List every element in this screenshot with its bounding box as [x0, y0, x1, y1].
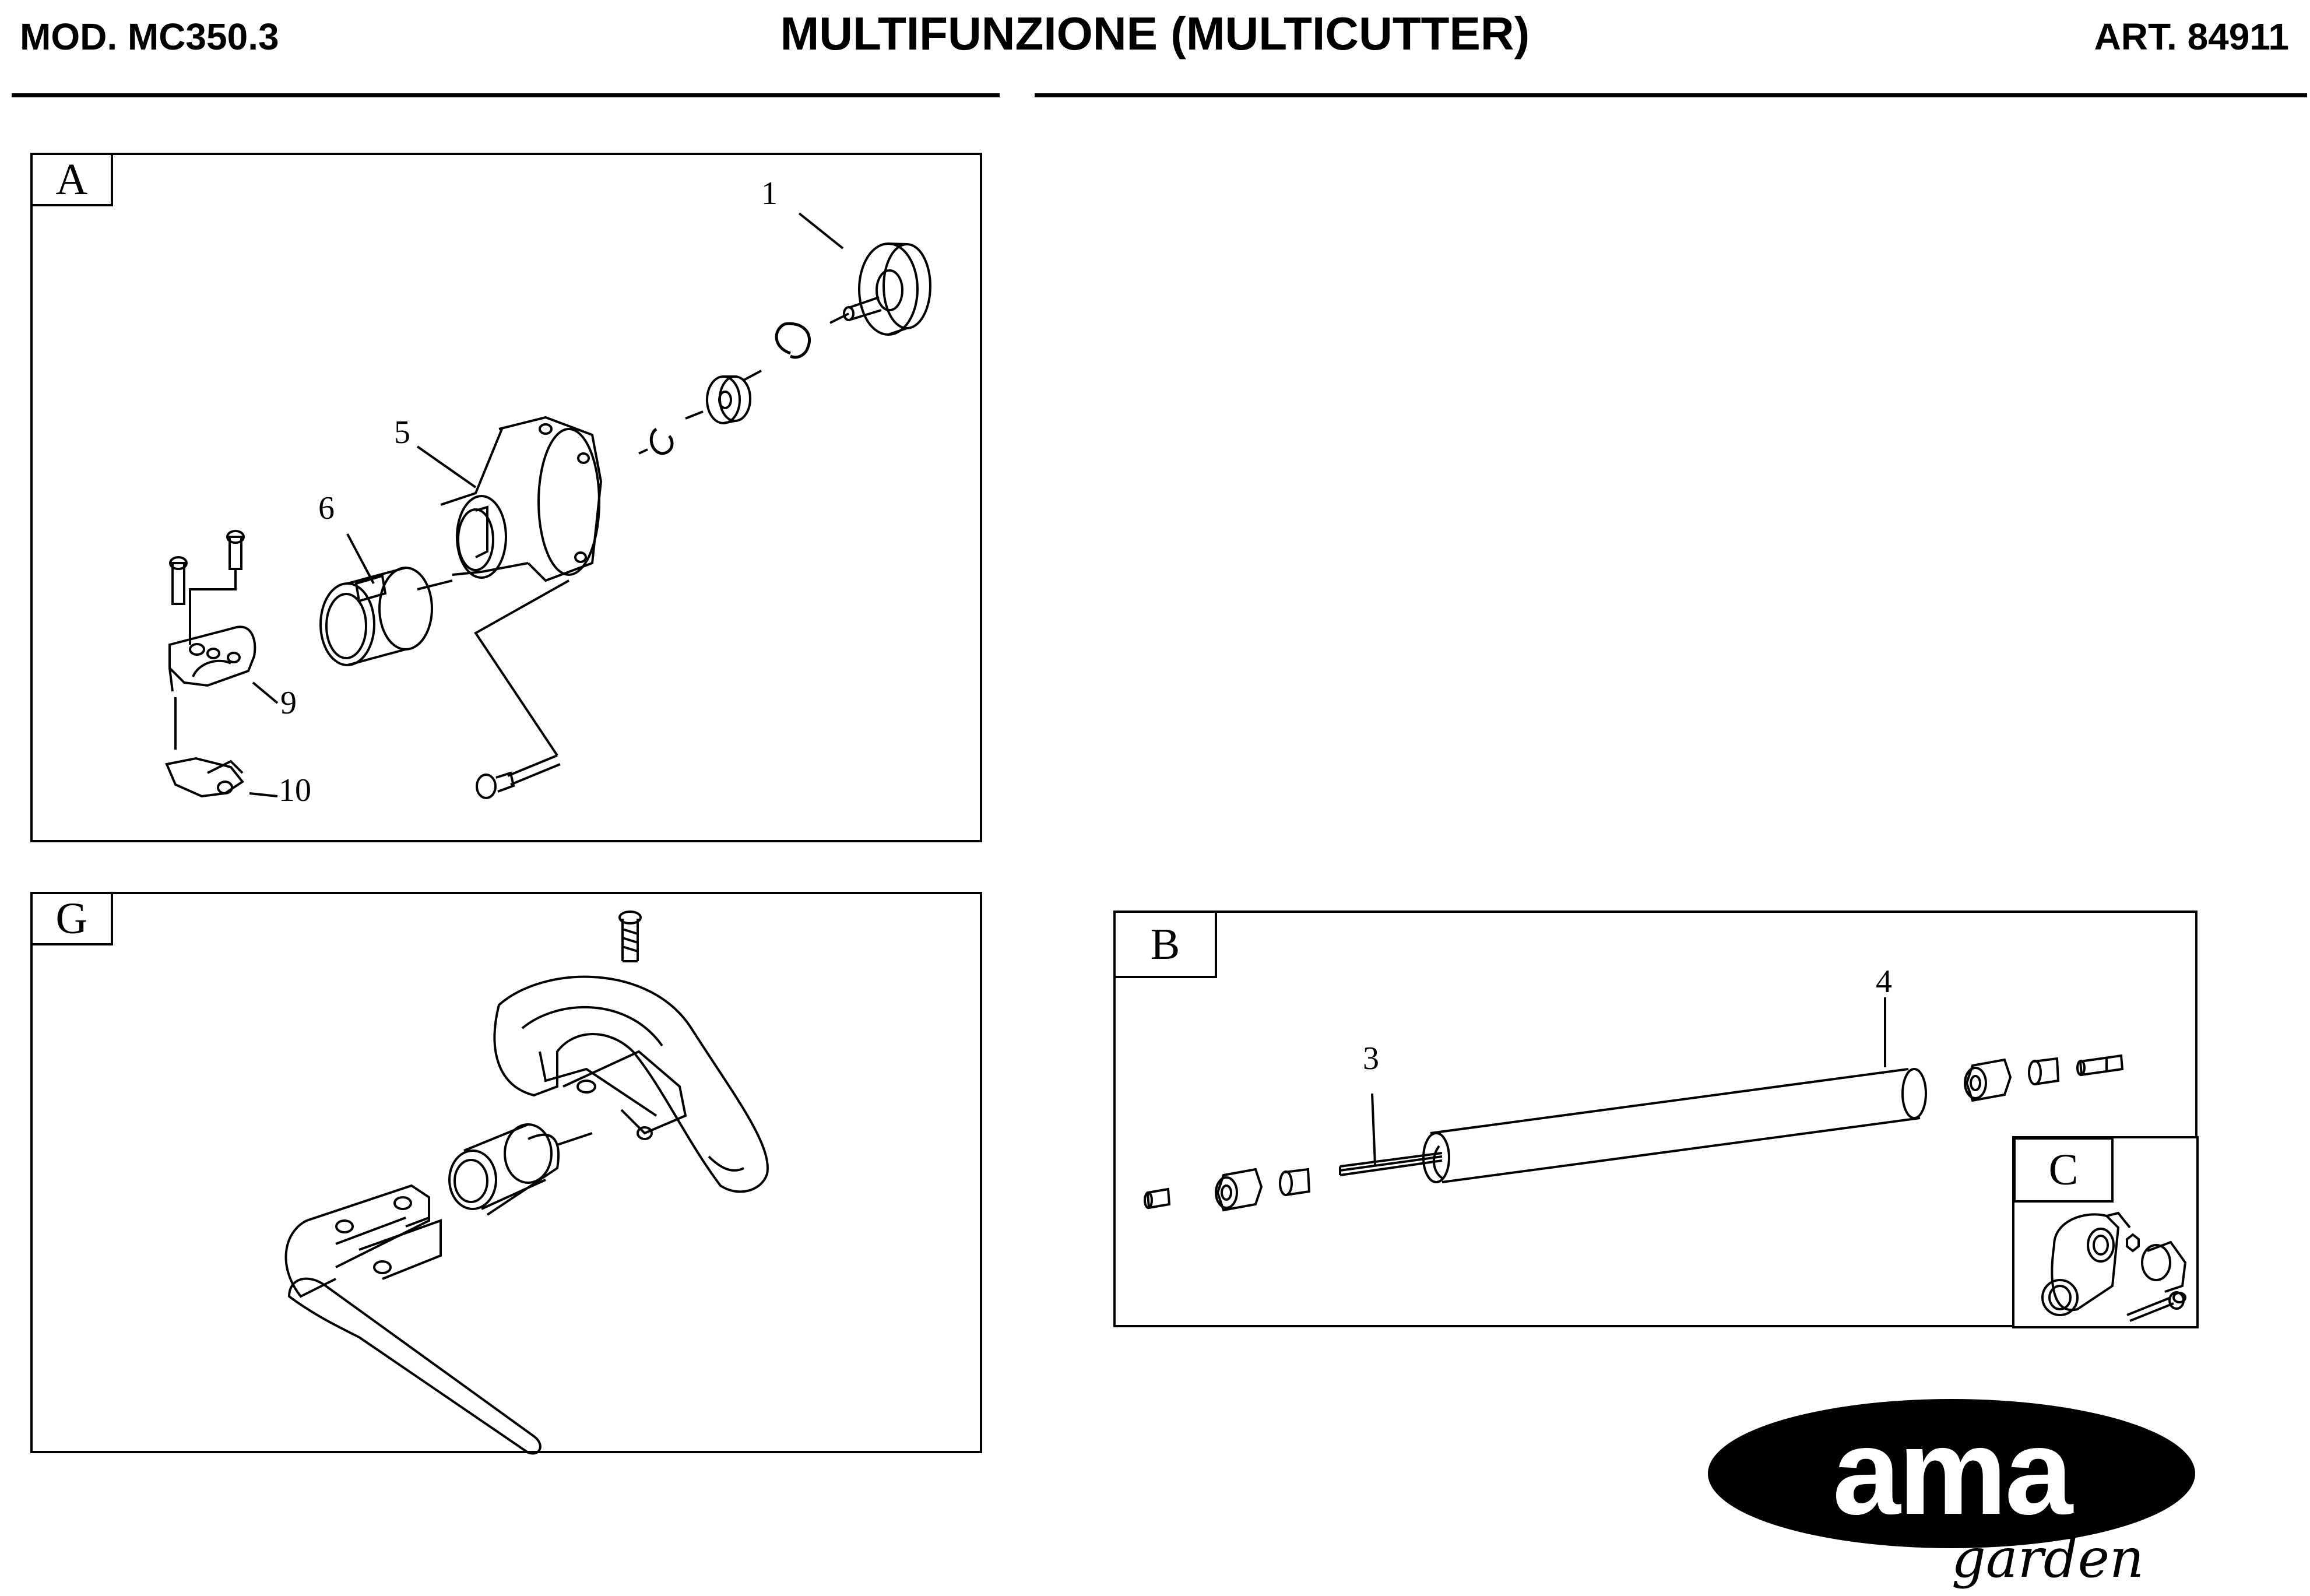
bottom-screw-drawing: [476, 754, 561, 799]
panel-b-drawing: [1144, 997, 2199, 1328]
clutch-housing-drawing: [440, 416, 603, 582]
sleeve-drawing: [448, 1123, 560, 1216]
panel-g: G: [30, 892, 982, 1455]
handle-bolt-drawing: [618, 911, 642, 962]
panel-a-tag: A: [33, 155, 113, 206]
callout-1: 1: [761, 175, 778, 212]
clamp-drawing: [168, 530, 256, 692]
logo-ellipse-shape: [1708, 1399, 2195, 1548]
panel-a: A 1 5 6 9 10: [30, 153, 982, 842]
ama-garden-logo: ama garden: [1707, 1398, 2196, 1590]
callout-10: 10: [279, 772, 311, 808]
callout-6: 6: [318, 490, 335, 526]
panel-b-tag: B: [1116, 913, 1217, 978]
tube-coupling-drawing: [319, 567, 433, 666]
drive-tube-drawing: [1422, 1068, 1927, 1183]
loop-handle-drawing: [493, 975, 769, 1193]
model-label: MOD. MC350.3: [20, 16, 279, 58]
inset-c-parts-drawing: [2041, 1211, 2187, 1322]
lever-clamp-drawing: [284, 1184, 542, 1455]
left-fittings-drawing: [1144, 1168, 1311, 1212]
bearing-drawing: [706, 375, 751, 424]
logo-wordmark: ama: [1832, 1403, 2073, 1540]
panel-a-drawing: [165, 212, 931, 799]
callout-5: 5: [394, 414, 410, 451]
panel-g-tag: G: [33, 894, 113, 945]
header-rule-right: [1035, 93, 2307, 97]
clutch-drum-drawing: [829, 242, 931, 336]
right-fittings-drawing: [1964, 1054, 2124, 1102]
callout-9: 9: [280, 685, 297, 721]
panel-c-tag: C: [2013, 1137, 2114, 1203]
header-rule-left: [12, 93, 1000, 97]
logo-subtitle: garden: [1952, 1527, 2144, 1590]
page-title: MULTIFUNZIONE (MULTICUTTER): [780, 8, 1530, 59]
callout-4: 4: [1876, 964, 1892, 1000]
trigger-piece-drawing: [165, 757, 244, 798]
drive-shaft-drawing: [1339, 1152, 1443, 1176]
circlip-drawing: [775, 322, 811, 359]
panel-g-drawing: [284, 911, 769, 1455]
callout-3: 3: [1363, 1040, 1379, 1077]
article-number: ART. 84911: [2094, 16, 2289, 58]
panel-b: B 3 4 C: [1113, 911, 2199, 1328]
